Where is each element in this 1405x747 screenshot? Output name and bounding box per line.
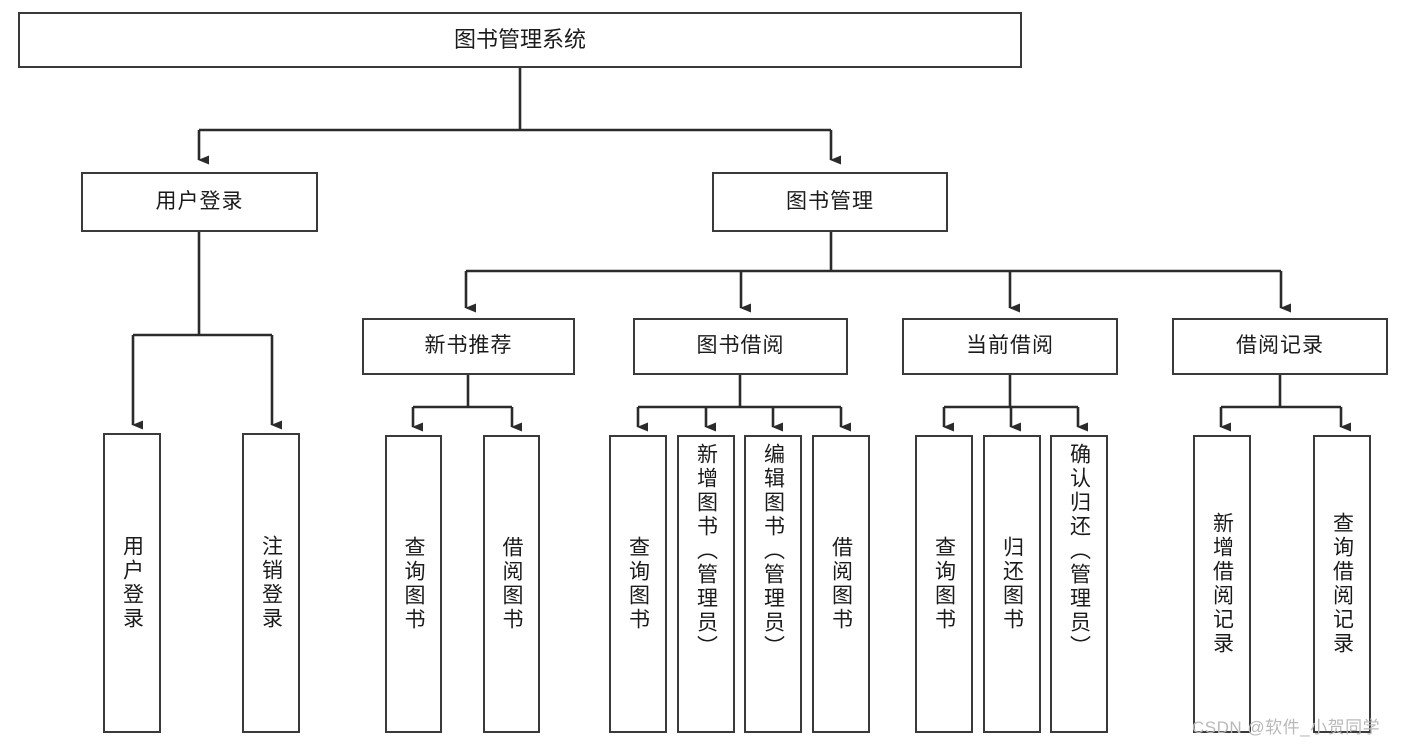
leaf-record-query-record[interactable]: 查询借阅记录	[1313, 435, 1371, 733]
leaf-label: 借阅图书	[500, 536, 523, 632]
node-label: 图书借阅	[696, 334, 785, 358]
leaf-label: 借阅图书	[829, 536, 853, 632]
leaf-borrow-borrow-book[interactable]: 借阅图书	[812, 435, 870, 733]
leaf-borrow-edit-book-admin[interactable]: 编辑图书（管理员）	[744, 435, 802, 733]
leaf-label: 查询图书	[932, 536, 956, 632]
node-book-borrow[interactable]: 图书借阅	[633, 318, 848, 375]
leaf-label: 查询图书	[402, 536, 425, 632]
node-new-book-recommend[interactable]: 新书推荐	[362, 318, 575, 375]
leaf-recommend-borrow-book[interactable]: 借阅图书	[483, 435, 540, 733]
leaf-label: 新增图书（管理员）	[694, 443, 718, 659]
leaf-label: 用户登录	[120, 535, 144, 631]
leaf-label: 新增借阅记录	[1210, 512, 1234, 656]
node-current-borrow[interactable]: 当前借阅	[902, 318, 1118, 375]
watermark-text: CSDN @软件_小贺同学	[1192, 718, 1381, 737]
leaf-borrow-query-book[interactable]: 查询图书	[609, 435, 667, 733]
node-label: 新书推荐	[424, 334, 513, 358]
leaf-label: 编辑图书（管理员）	[761, 443, 785, 659]
watermark: CSDN @软件_小贺同学	[1192, 713, 1380, 738]
leaf-label: 归还图书	[1000, 536, 1024, 632]
leaf-label: 查询图书	[626, 536, 650, 632]
node-label: 借阅记录	[1236, 334, 1324, 358]
leaf-current-confirm-return-admin[interactable]: 确认归还（管理员）	[1050, 435, 1108, 733]
node-book-management[interactable]: 图书管理	[712, 172, 948, 232]
leaf-label: 确认归还（管理员）	[1067, 443, 1091, 659]
leaf-user-login-login[interactable]: 用户登录	[103, 433, 161, 733]
leaf-record-add-record[interactable]: 新增借阅记录	[1193, 435, 1251, 733]
node-label: 用户登录	[155, 189, 244, 213]
node-borrow-record[interactable]: 借阅记录	[1172, 318, 1388, 375]
leaf-user-login-logout[interactable]: 注销登录	[242, 433, 300, 733]
node-label: 图书管理系统	[453, 27, 586, 53]
node-user-login[interactable]: 用户登录	[81, 172, 318, 232]
leaf-label: 查询借阅记录	[1330, 512, 1354, 656]
leaf-recommend-query-book[interactable]: 查询图书	[385, 435, 442, 733]
node-label: 图书管理	[786, 189, 874, 213]
leaf-current-return-book[interactable]: 归还图书	[983, 435, 1041, 733]
leaf-label: 注销登录	[259, 535, 283, 631]
leaf-current-query-book[interactable]: 查询图书	[915, 435, 973, 733]
node-label: 当前借阅	[966, 334, 1054, 358]
leaf-borrow-add-book-admin[interactable]: 新增图书（管理员）	[677, 435, 735, 733]
node-root-system[interactable]: 图书管理系统	[18, 12, 1022, 68]
